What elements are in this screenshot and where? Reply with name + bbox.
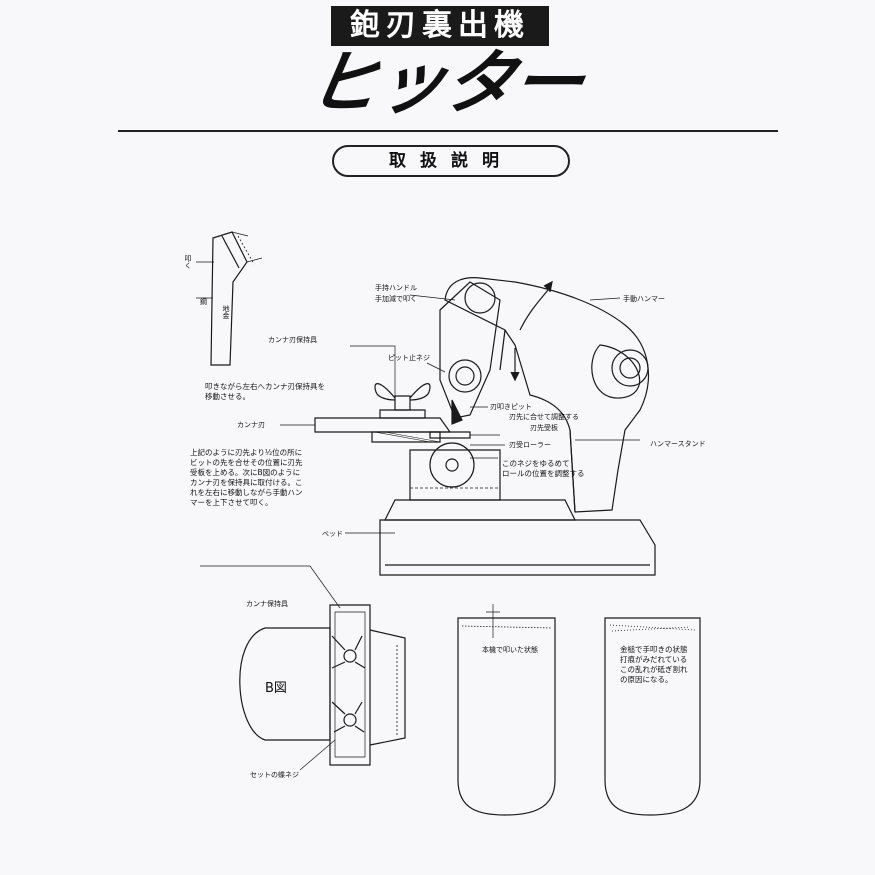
label-jigane: 地金 xyxy=(222,305,230,319)
product-type-title: 鉋刃裏出機 xyxy=(331,6,549,46)
section-title: 取扱説明 xyxy=(332,145,570,177)
label-manual-hammer: 手動ハンマー xyxy=(623,295,665,303)
note-hand-state: 金槌で手叩きの状態 打痕がみだれている この乱れが砥ぎ割れ の原因になる。 xyxy=(620,645,688,684)
label-kanna-holder: カンナ刃保持具 xyxy=(268,336,317,344)
label-striking-bit: 刃叩きピット xyxy=(490,403,532,411)
label-set-wing-screw: セットの蝶ネジ xyxy=(250,771,299,779)
header-divider xyxy=(118,130,778,132)
label-hagane: 鋼 xyxy=(200,298,207,306)
machine-body-drawing xyxy=(314,277,656,576)
label-hammer-stand: ハンマースタンド xyxy=(650,440,706,448)
note-instruction: 上記のように刃先より½位の所に ビットの先を合せその位置に刃先 受板を上める。次… xyxy=(190,448,303,507)
label-kanna-blade: カンナ刃 xyxy=(237,421,265,429)
figure-b-drawing xyxy=(239,604,406,771)
machine-hammered-blade xyxy=(457,604,556,816)
label-tip-plate: 刃先受板 xyxy=(530,424,558,432)
label-hand-handle: 手持ハンドル xyxy=(375,284,417,292)
note-move: 叩きながら左右へカンナ刃保持具を 移動させる。 xyxy=(205,382,325,401)
label-roller: 刃受ローラー xyxy=(509,441,551,449)
note-loosen-screw: このネジをゆるめて ロールの位置を調整する xyxy=(502,459,585,478)
label-adjust-tip: 刃先に合せて調整する xyxy=(509,413,579,421)
figure-b-label: B図 xyxy=(265,681,287,696)
blade-section-drawing xyxy=(196,231,263,366)
leader-lines xyxy=(200,294,640,609)
label-tataku: 叩く xyxy=(184,255,192,269)
label-bed: ベッド xyxy=(322,530,343,538)
label-machine-state: 本機で叩いた状態 xyxy=(482,646,538,654)
label-holder-2: カンナ保持具 xyxy=(246,600,288,608)
label-bit-screw: ピット止ネジ xyxy=(388,354,430,362)
label-tekagen: 手加減で叩く xyxy=(375,295,417,303)
hand-hammered-blade xyxy=(604,617,701,816)
